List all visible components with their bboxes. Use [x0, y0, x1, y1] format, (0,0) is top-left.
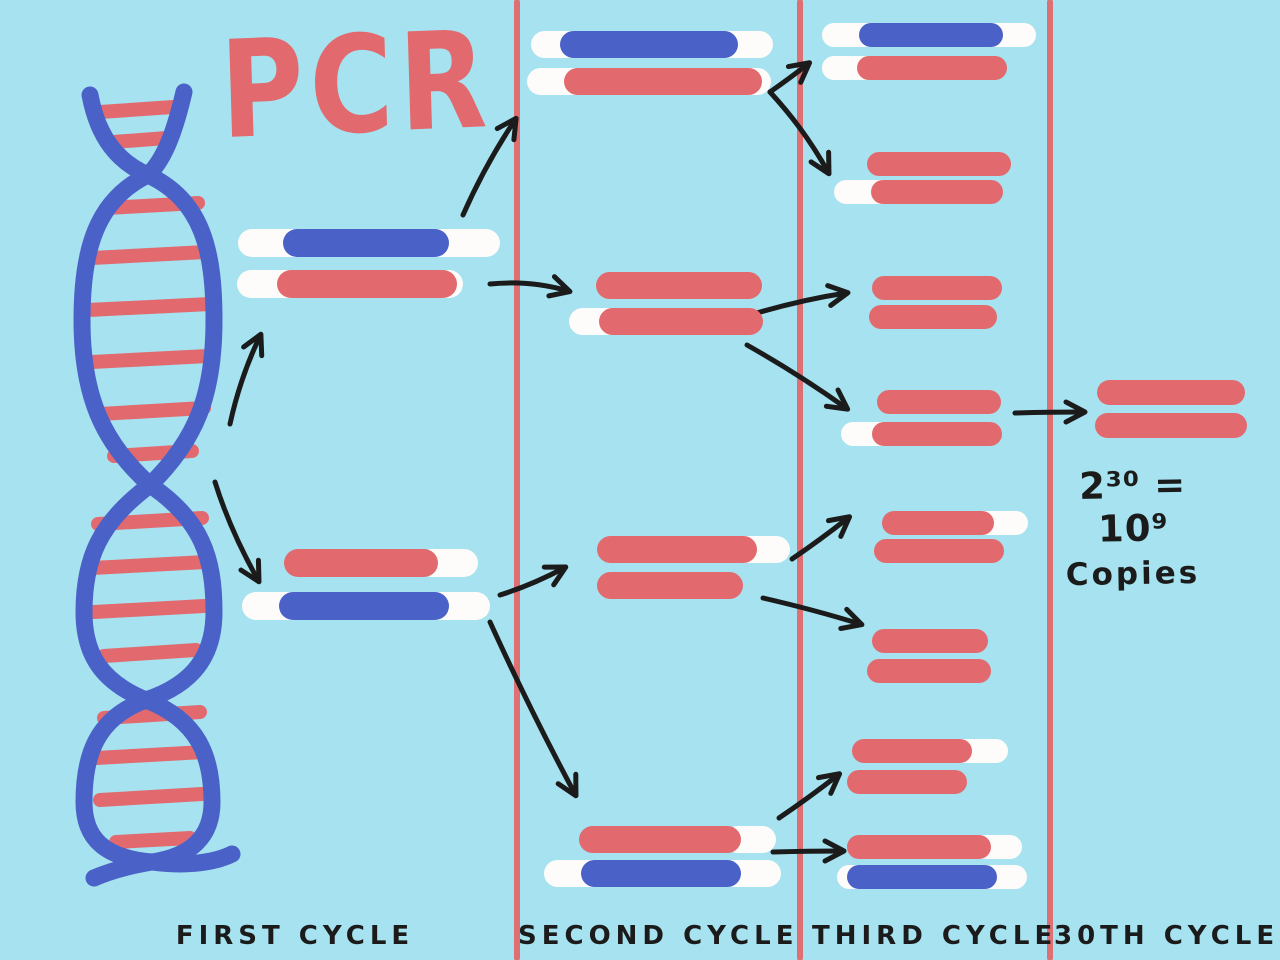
cycle-label-first: FIRST CYCLE [175, 921, 415, 951]
copies-equation: 2³⁰ = 10⁹ [1078, 463, 1187, 551]
red-strand-bar [877, 390, 1001, 414]
cycle-label-30th: 30TH CYCLE [1054, 921, 1280, 951]
red-strand-bar [597, 536, 757, 563]
blue-strand-bar [560, 31, 738, 58]
flow-arrow [212, 479, 262, 585]
flow-arrow [789, 514, 853, 562]
red-strand-bar [869, 305, 997, 329]
red-strand-bar [867, 152, 1011, 176]
flow-arrow [767, 89, 832, 177]
copies-annotation: 2³⁰ = 10⁹ Copies [1048, 463, 1218, 594]
red-strand-bar [277, 270, 457, 298]
flow-arrows [212, 60, 1088, 864]
red-strand-bar [1097, 380, 1245, 405]
red-strand-bar [872, 422, 1002, 446]
red-strand-bar [599, 308, 763, 335]
flow-arrow [767, 60, 813, 95]
cycle-dividers [514, 0, 1053, 960]
red-strand-bar [284, 549, 438, 577]
blue-strand-bar [283, 229, 449, 257]
helix-strand [73, 83, 241, 873]
flow-arrow [776, 771, 843, 821]
red-strand-bar [847, 770, 967, 794]
red-strand-bar [867, 659, 991, 683]
blue-strand-bar [279, 592, 449, 620]
blue-strand-bar [847, 865, 997, 889]
flow-arrow [760, 595, 865, 631]
copies-word: Copies [1065, 554, 1201, 594]
diagram-title: PCR [218, 2, 495, 170]
dna-helix [73, 83, 241, 887]
red-strand-bar [857, 56, 1007, 80]
cycle-label-second: SECOND CYCLE [518, 921, 799, 951]
helix-strand [75, 86, 223, 887]
flow-arrow [227, 331, 265, 427]
red-strand-bar [847, 835, 991, 859]
red-strand-bar [597, 572, 743, 599]
red-strand-bar [564, 68, 762, 95]
flow-arrow [487, 619, 579, 799]
flow-arrow [497, 564, 569, 598]
flow-arrow [1012, 399, 1088, 425]
red-strand-bar [596, 272, 762, 299]
blue-strand-bar [581, 860, 741, 887]
flow-arrow [487, 274, 573, 299]
red-strand-bar [871, 180, 1003, 204]
blue-strand-bar [859, 23, 1003, 47]
red-strand-bar [872, 629, 988, 653]
red-strand-bar [1095, 413, 1247, 438]
flow-arrow [460, 115, 519, 218]
red-strand-bar [874, 539, 1004, 563]
flow-arrow [770, 838, 847, 864]
flow-arrow [744, 342, 851, 412]
red-strand-bar [882, 511, 994, 535]
red-strand-bar [872, 276, 1002, 300]
red-strand-bar [852, 739, 972, 763]
red-strand-bar [579, 826, 741, 853]
cycle-label-third: THIRD CYCLE [812, 921, 1058, 951]
